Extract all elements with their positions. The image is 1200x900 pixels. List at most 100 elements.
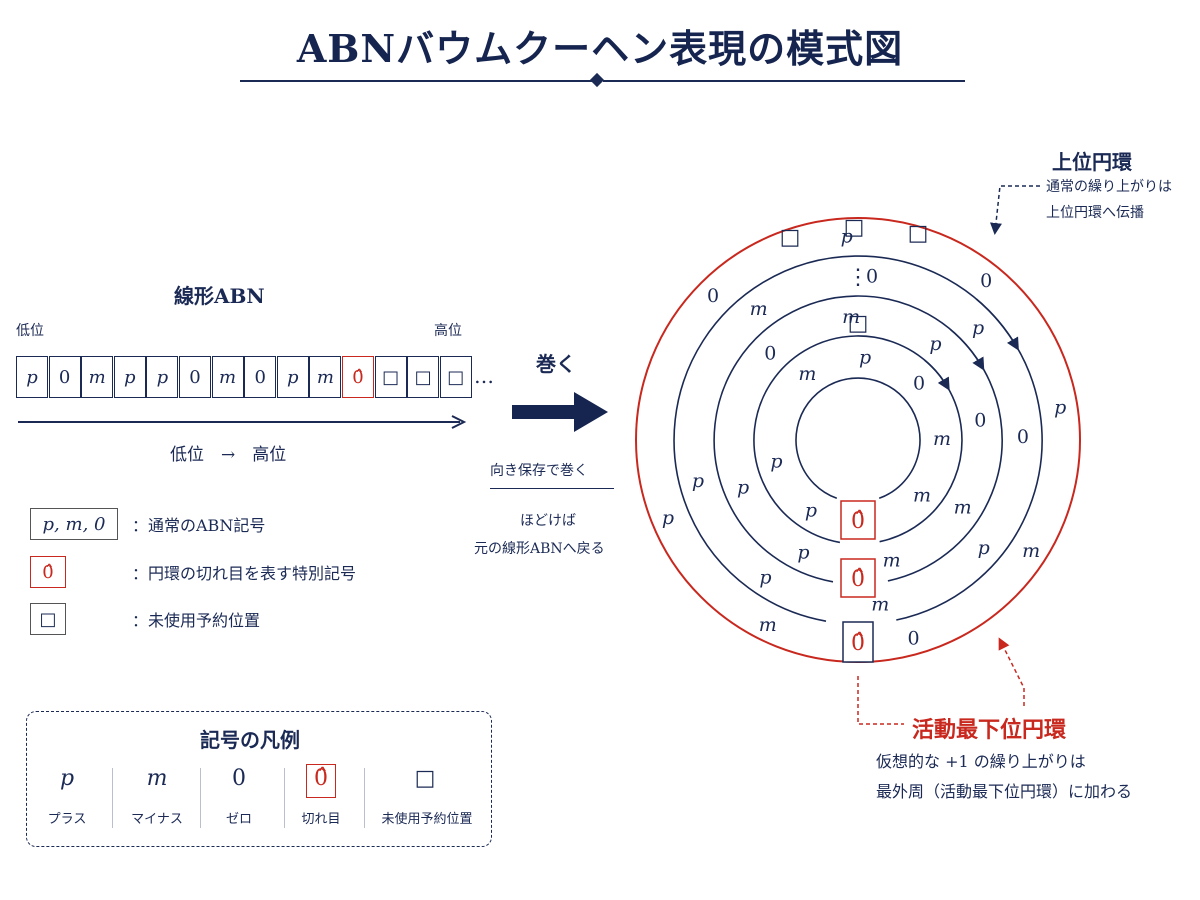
linear-cell: m xyxy=(309,356,342,398)
ring-symbol: m xyxy=(954,496,972,518)
ring-symbol: 0 xyxy=(908,627,920,649)
legend-name-break: 切れ目 xyxy=(301,812,341,827)
ring-symbol: p xyxy=(859,346,871,368)
ring-symbol: 0 xyxy=(913,372,925,394)
transform-note-bottom-1: ほどけば xyxy=(520,513,576,529)
linear-cell: 0 xyxy=(48,356,81,398)
ring-symbol: m xyxy=(1022,540,1040,562)
active-ring-line2: 最外周（活動最下位円環）に加わる xyxy=(876,782,1133,801)
ring-symbol: 0 xyxy=(866,266,878,288)
ring-symbol: p xyxy=(692,470,704,492)
legend-separator xyxy=(200,768,201,828)
ring-symbol: 0 xyxy=(764,342,776,364)
linear-cell: p xyxy=(113,356,146,398)
ring-symbol: p xyxy=(759,567,771,589)
transform-note-top: 向き保存で巻く xyxy=(490,463,588,479)
legend-break-frame xyxy=(306,764,336,798)
ring-arrow-icon xyxy=(975,298,1019,351)
ring-symbol: p xyxy=(662,507,674,529)
ring-symbol: p xyxy=(972,317,984,339)
break-marker: 0̂ xyxy=(851,509,865,534)
break-marker-frame xyxy=(840,558,876,598)
ring-symbol: m xyxy=(913,484,931,506)
linear-axis-label: 低位 → 高位 xyxy=(170,445,287,465)
ring-symbol: m xyxy=(871,594,889,616)
legend-name-plus: プラス xyxy=(47,812,87,827)
ring-symbol: p xyxy=(978,537,990,559)
linear-cell: 0 xyxy=(244,356,277,398)
break-marker: 0̂ xyxy=(851,631,865,656)
key-symbol-break: 0̂ xyxy=(30,556,66,588)
active-ring-connector xyxy=(857,676,904,725)
cells-ellipsis: … xyxy=(474,364,494,388)
upper-ring-line2: 上位円環へ伝播 xyxy=(1046,205,1144,221)
ring-symbol: 0 xyxy=(980,270,992,292)
key-text-normal: ：通常のABN記号 xyxy=(132,516,266,535)
transform-arrow-icon xyxy=(512,392,608,432)
page-title: ABNバウムクーヘン表現の模式図 xyxy=(296,26,904,71)
low-label: 低位 xyxy=(16,323,44,339)
symbol-legend-box xyxy=(26,711,492,847)
ring-symbol: p xyxy=(770,450,782,472)
linear-cell: m xyxy=(211,356,244,398)
reserved-square: □ xyxy=(844,215,865,240)
ring-symbol: p xyxy=(929,333,941,355)
linear-cell: p xyxy=(16,356,48,398)
ring-symbol: p xyxy=(1054,396,1066,418)
key-row-normal: p, m, 0 ：通常のABN記号 xyxy=(30,508,265,540)
ring-symbol: m xyxy=(759,614,777,636)
key-symbol-reserved: □ xyxy=(30,603,66,635)
legend-symbol-break: 0̂ xyxy=(314,766,328,791)
title-rule-right xyxy=(603,80,965,82)
reserved-square: □ xyxy=(848,311,869,336)
legend-symbol-plus: p xyxy=(59,766,75,791)
active-ring-line1: 仮想的な +1 の繰り上がりは xyxy=(876,752,1086,771)
ring-symbol: p xyxy=(737,477,749,499)
legend-symbol-reserved: □ xyxy=(414,766,436,791)
title-rule-left xyxy=(240,80,592,82)
transform-note-bottom-2: 元の線形ABNへ戻る xyxy=(474,541,605,557)
reserved-square: □ xyxy=(780,225,801,250)
legend-separator xyxy=(364,768,365,828)
key-symbol-normal: p, m, 0 xyxy=(30,508,118,540)
break-cell: 0̂ xyxy=(342,356,374,398)
linear-cell: 0 xyxy=(179,356,211,398)
legend-name-minus: マイナス xyxy=(131,812,183,827)
legend-name-zero: ゼロ xyxy=(225,812,252,827)
reserved-cell: □ xyxy=(374,356,407,398)
ring-path xyxy=(795,377,921,500)
continuation-dots: ⋮ xyxy=(847,265,869,290)
key-row-break: 0̂ ：円環の切れ目を表す特別記号 xyxy=(30,556,356,588)
break-marker: 0̂ xyxy=(851,567,865,592)
ring-path xyxy=(713,295,1003,583)
ring-symbol: m xyxy=(933,428,951,450)
linear-cell: p xyxy=(146,356,179,398)
ring-symbol: p xyxy=(841,225,853,247)
legend-heading: 記号の凡例 xyxy=(200,728,300,752)
ring-symbol: m xyxy=(883,549,901,571)
linear-heading: 線形ABN xyxy=(174,284,265,308)
ring-arrow-icon xyxy=(924,359,950,391)
ring-symbol: 0 xyxy=(1017,426,1029,448)
legend-separator xyxy=(112,768,113,828)
ring-symbol: m xyxy=(842,306,860,328)
linear-axis-arrow xyxy=(18,415,467,429)
ring-path xyxy=(753,335,963,544)
reserved-cell: □ xyxy=(407,356,440,398)
break-marker-frame xyxy=(842,621,874,663)
active-ring-heading: 活動最下位円環 xyxy=(912,717,1067,743)
upper-ring-heading: 上位円環 xyxy=(1052,150,1132,174)
transform-action: 巻く xyxy=(536,352,576,376)
reserved-cell: □ xyxy=(439,356,472,398)
ring-symbol: p xyxy=(805,500,817,522)
ring-symbol: p xyxy=(797,541,809,563)
ring-symbol: 0 xyxy=(974,410,986,432)
legend-symbol-minus: m xyxy=(146,766,168,791)
ring-symbol: 0 xyxy=(707,285,719,307)
key-row-reserved: □ ：未使用予約位置 xyxy=(30,603,260,635)
active-ring-pointer xyxy=(998,637,1025,706)
high-label: 高位 xyxy=(434,323,462,339)
legend-symbol-zero: 0 xyxy=(232,766,246,791)
upper-ring-line1: 通常の繰り上がりは xyxy=(1046,179,1172,195)
